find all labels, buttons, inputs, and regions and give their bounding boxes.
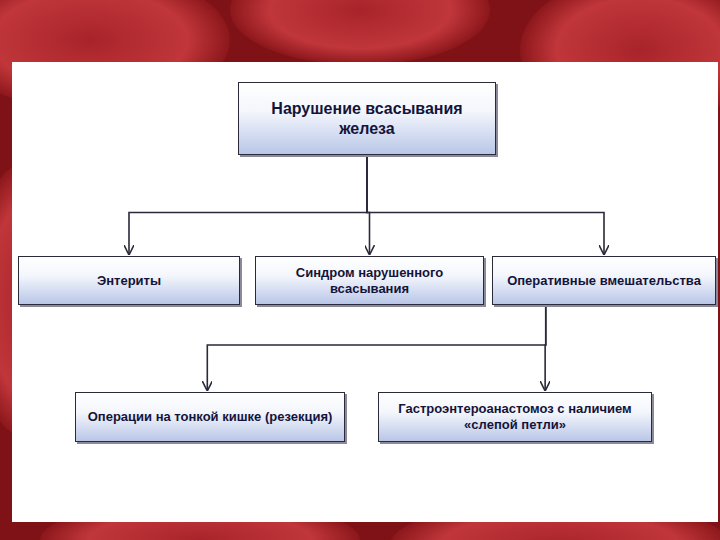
root-box: Нарушение всасывания железа xyxy=(238,82,496,155)
box-label: Нарушение всасывания железа xyxy=(247,99,487,137)
box-label: Энтериты xyxy=(97,273,161,289)
process-box: Синдром нарушенного всасывания xyxy=(255,256,484,305)
process-box: Энтериты xyxy=(18,256,240,305)
process-box: Операции на тонкой кишке (резекция) xyxy=(75,392,345,442)
connector-arrow xyxy=(207,307,545,390)
box-label: Операции на тонкой кишке (резекция) xyxy=(88,409,333,425)
box-label: Синдром нарушенного всасывания xyxy=(264,265,475,296)
connector-arrow xyxy=(129,157,367,254)
process-box: Оперативные вмешательства xyxy=(492,256,716,305)
box-label: Гастроэнтероанастомоз с наличием «слепой… xyxy=(387,401,643,432)
blood-cell xyxy=(230,0,490,65)
box-label: Оперативные вмешательства xyxy=(507,273,701,289)
white-panel xyxy=(12,62,718,522)
connector-arrow xyxy=(544,307,546,390)
process-box: Гастроэнтероанастомоз с наличием «слепой… xyxy=(378,392,652,442)
connector-arrow xyxy=(367,157,604,254)
